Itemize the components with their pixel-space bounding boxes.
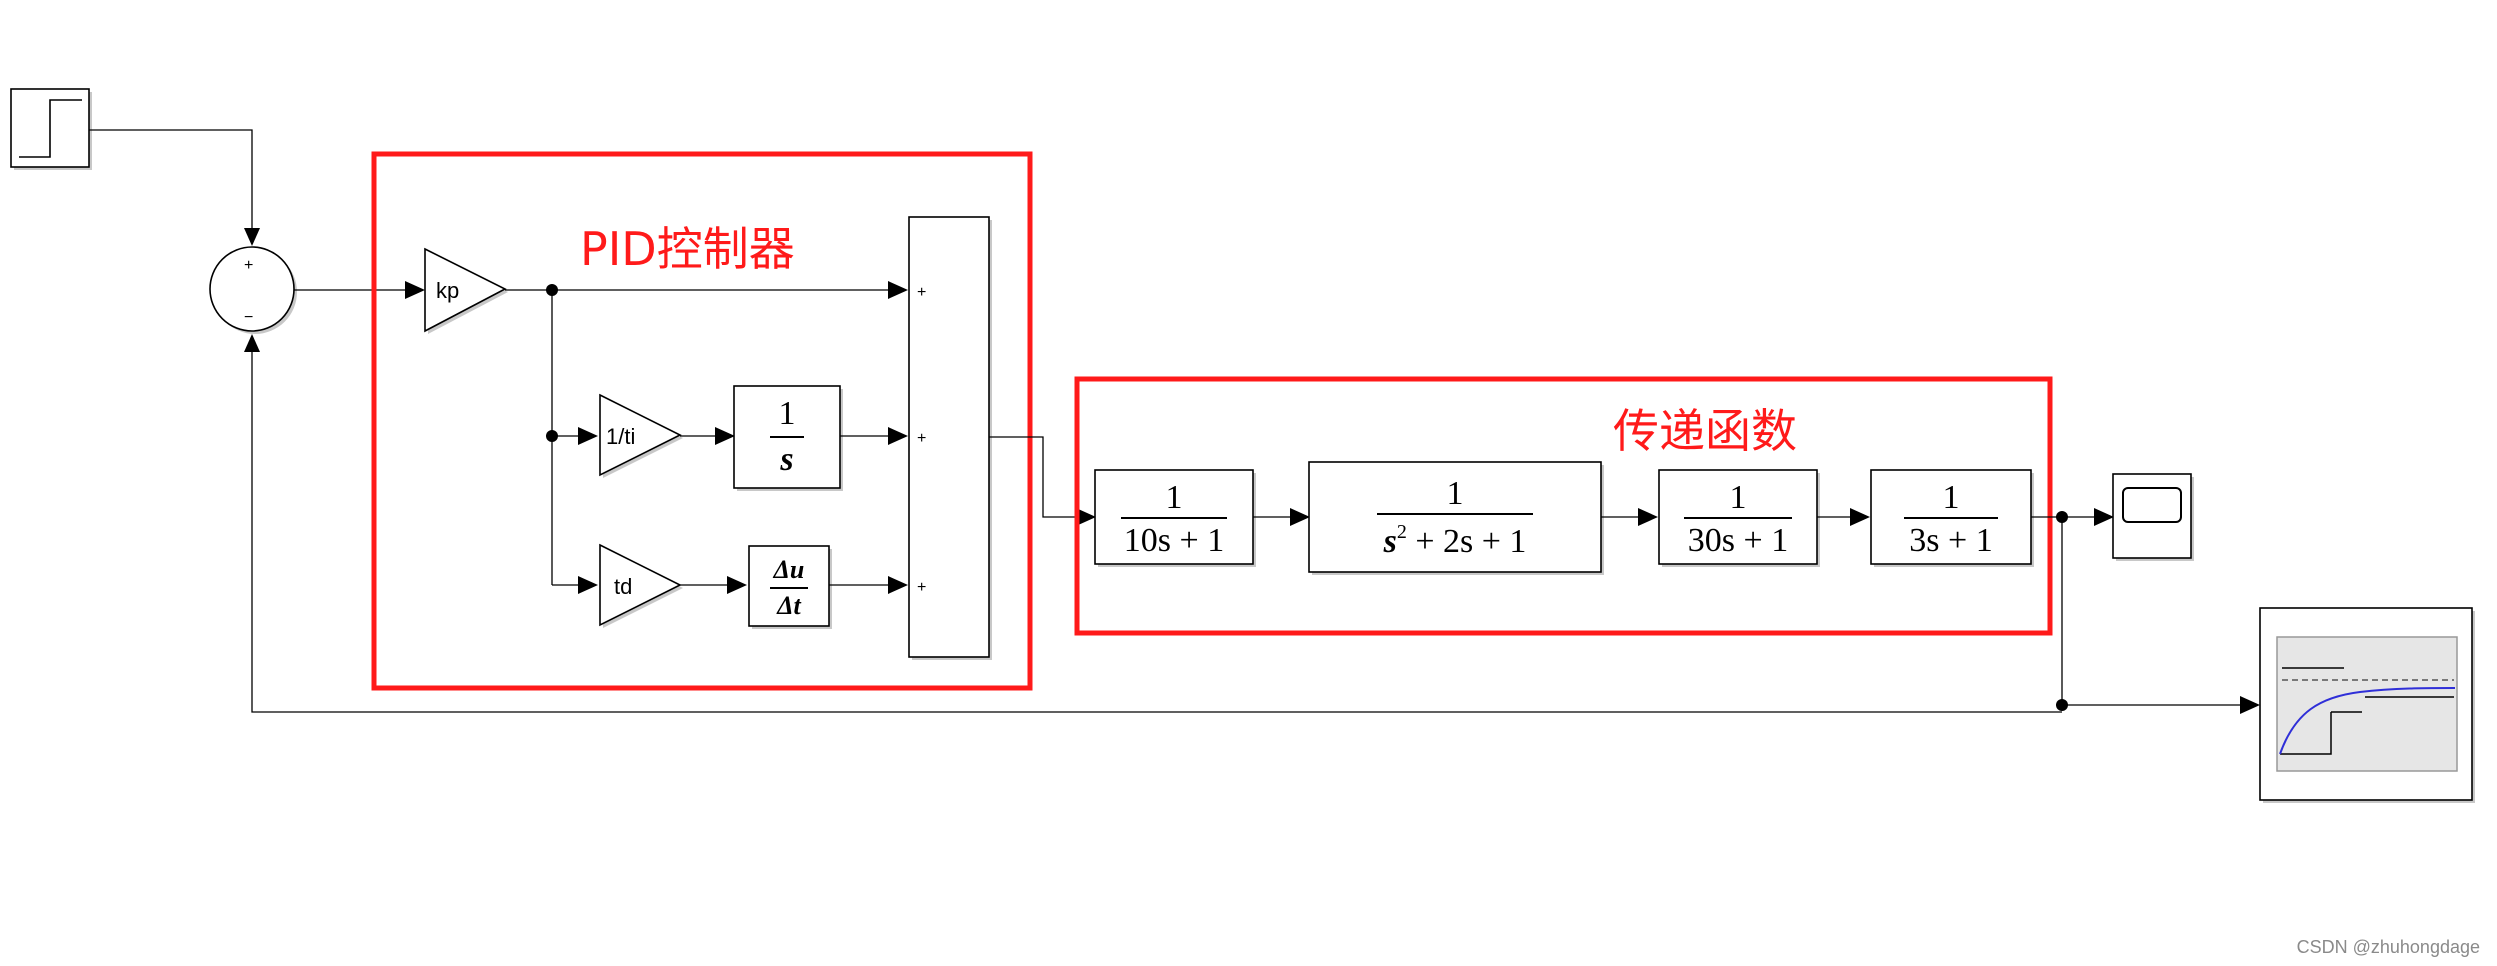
error-sum-block[interactable]: + −	[209, 246, 297, 334]
kp-gain-label: kp	[436, 278, 459, 303]
tf2-den: s2 + 2s + 1	[1383, 521, 1527, 560]
step-icon	[19, 99, 82, 158]
tf3-den: 30s + 1	[1688, 522, 1788, 559]
sum1-minus: −	[244, 309, 253, 326]
pid-sum-block[interactable]: + + +	[908, 216, 992, 660]
sum2-sign-p: +	[917, 284, 926, 301]
dashboard-scope-icon	[2276, 636, 2458, 772]
tf-block-3[interactable]: 1 30s + 1	[1658, 469, 1820, 567]
tf-block-1[interactable]: 1 10s + 1	[1094, 469, 1256, 567]
watermark: CSDN @zhuhongdage	[2297, 937, 2480, 957]
derivative-block[interactable]: Δu Δt	[748, 545, 832, 629]
transfer-function-label: 传递函数	[1613, 404, 1797, 458]
derivative-den: Δt	[776, 591, 801, 620]
ti-gain-block[interactable]: 1/ti	[599, 393, 683, 478]
td-gain-block[interactable]: td	[599, 543, 683, 628]
integrator-num: 1	[779, 395, 796, 432]
scope-icon	[2122, 487, 2182, 523]
sum2-sign-i: +	[917, 430, 926, 447]
integrator-den: s	[779, 441, 793, 478]
step-block[interactable]	[10, 88, 92, 170]
ti-gain-label: 1/ti	[606, 424, 635, 449]
td-gain-label: td	[614, 574, 632, 599]
tf-block-4[interactable]: 1 3s + 1	[1870, 469, 2034, 567]
tf2-num: 1	[1447, 475, 1464, 512]
integrator-block[interactable]: 1 s	[733, 385, 843, 491]
tf4-den: 3s + 1	[1909, 522, 1992, 559]
transfer-function-box	[1074, 376, 2053, 636]
dashboard-scope-block[interactable]	[2259, 607, 2475, 803]
tf1-num: 1	[1166, 479, 1183, 516]
kp-gain-block[interactable]: kp	[424, 247, 508, 334]
tf-block-2[interactable]: 1 s2 + 2s + 1	[1308, 461, 1604, 575]
tf3-num: 1	[1730, 479, 1747, 516]
sum1-plus: +	[244, 257, 253, 274]
pid-controller-label: PID控制器	[580, 222, 795, 276]
tf4-num: 1	[1943, 479, 1960, 516]
scope-block[interactable]	[2112, 473, 2194, 561]
derivative-num: Δu	[773, 555, 805, 584]
tf1-den: 10s + 1	[1124, 522, 1224, 559]
pid-controller-box	[371, 151, 1033, 691]
sum2-sign-d: +	[917, 579, 926, 596]
